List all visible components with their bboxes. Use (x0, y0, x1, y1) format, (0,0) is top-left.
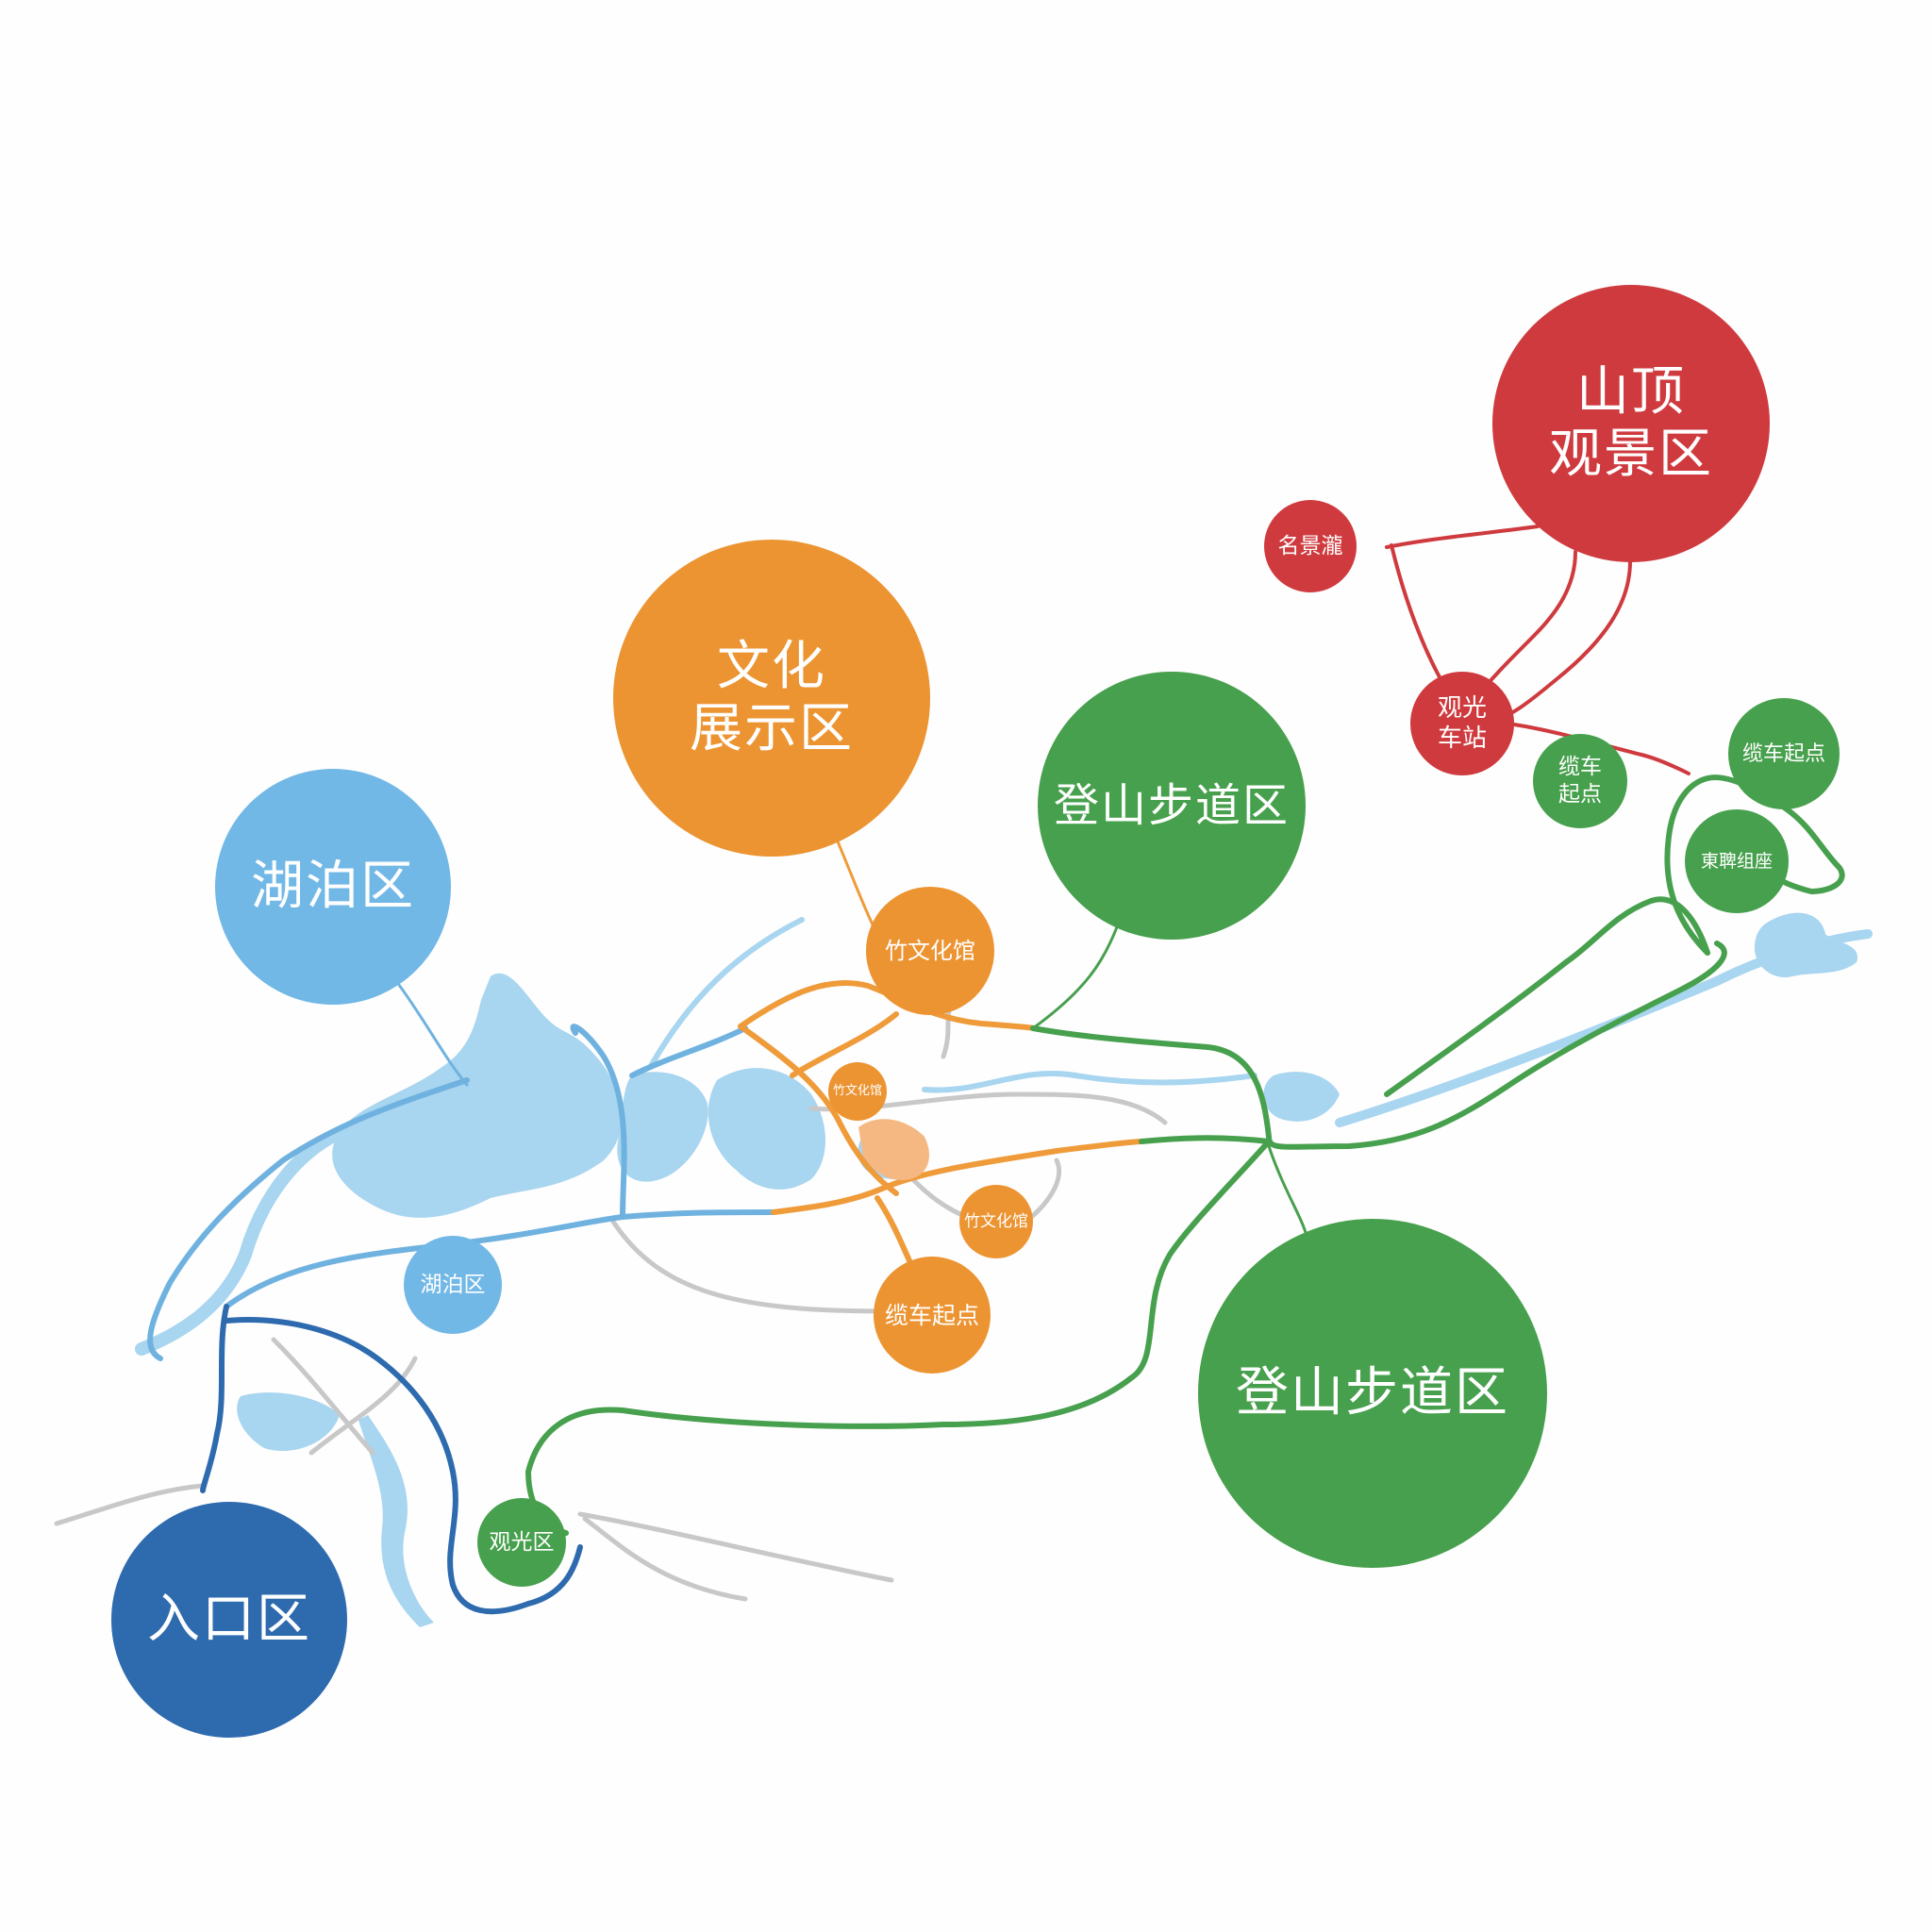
node-observation-station[interactable]: 观光 车站 (1410, 672, 1514, 775)
east-river (1335, 929, 1873, 1127)
river-south (358, 1415, 434, 1627)
lake-upper-route (629, 1025, 748, 1078)
culture-plaza (858, 1119, 929, 1180)
road-west-a (54, 1483, 206, 1526)
summit-route-b (1390, 543, 1445, 686)
entrance-loop (200, 1304, 583, 1615)
node-cableway-mid[interactable]: 缆车 起点 (1533, 734, 1627, 828)
lake-north-route (570, 1024, 627, 1220)
zone-hiking-lower[interactable]: 登山步道区 (1198, 1219, 1547, 1568)
zone-hiking-upper-label: 登山步道区 (1053, 779, 1290, 832)
lake-routes (147, 979, 776, 1361)
culture-pointer (833, 833, 874, 926)
node-cableway-mid-label: 缆车 起点 (1558, 755, 1602, 807)
zone-summit[interactable]: 山顶 观景区 (1492, 285, 1770, 562)
node-cableway-west-label: 缆车起点 (884, 1301, 979, 1329)
summit-route-d (1498, 559, 1632, 719)
hiking-pointer-lower (1267, 1144, 1308, 1238)
summit-route-e (1512, 723, 1690, 775)
node-lake[interactable]: 湖泊区 (404, 1236, 502, 1334)
node-east-group-label: 東聛组座 (1700, 851, 1773, 872)
node-bamboo-museum-1-label: 竹文化馆 (885, 937, 975, 964)
node-bamboo-museum-2-label: 竹文化馆 (832, 1084, 882, 1098)
node-observation-station-label: 观光 车站 (1437, 694, 1487, 753)
zone-lake[interactable]: 湖泊区 (215, 769, 451, 1005)
zone-entrance-label: 入口区 (147, 1589, 311, 1650)
culture-branch (790, 1011, 899, 1078)
north-stream (648, 917, 805, 1069)
entrance-route (200, 1304, 583, 1615)
river-channels (135, 917, 1873, 1356)
node-bamboo-museum-3[interactable]: 竹文化馆 (959, 1185, 1033, 1258)
west-river (135, 1116, 379, 1356)
node-east-group[interactable]: 東聛组座 (1685, 809, 1789, 913)
node-lake-label: 湖泊区 (420, 1272, 486, 1297)
summit-route-a (1385, 525, 1540, 549)
road-west-c (308, 1356, 418, 1456)
node-sightseeing[interactable]: 观光区 (477, 1498, 566, 1587)
road-south-a (577, 1511, 894, 1583)
node-cableway-west[interactable]: 缆车起点 (874, 1257, 991, 1374)
zone-entrance[interactable]: 入口区 (111, 1502, 347, 1738)
lake-west-route (147, 1077, 470, 1361)
hiking-loop-south (525, 1135, 1272, 1536)
lake-pointer-line (394, 979, 469, 1087)
main-lake (332, 973, 622, 1218)
zone-summit-label: 山顶 观景区 (1549, 361, 1713, 485)
zone-culture-label: 文化 展示区 (690, 636, 854, 759)
zone-hiking-upper[interactable]: 登山步道区 (1038, 672, 1306, 940)
central-stream (922, 1070, 1257, 1093)
west-pond (237, 1392, 340, 1452)
node-famous-spot[interactable]: 名景瀧 (1264, 500, 1357, 592)
culture-south (771, 1139, 1144, 1215)
hiking-east-climb (1384, 896, 1710, 1097)
node-cableway-east-label: 缆车起点 (1741, 741, 1825, 766)
node-cableway-east[interactable]: 缆车起点 (1728, 698, 1840, 809)
zone-culture[interactable]: 文化 展示区 (613, 540, 930, 857)
road-mid-a (610, 1219, 890, 1314)
middle-lake-1 (617, 1072, 708, 1182)
road-south-b (582, 1516, 748, 1602)
node-bamboo-museum-1[interactable]: 竹文化馆 (866, 887, 994, 1015)
culture-diagonal (738, 1024, 899, 1196)
node-sightseeing-label: 观光区 (489, 1529, 555, 1555)
middle-lake-2 (708, 1068, 825, 1190)
lake-main-route (224, 1209, 776, 1309)
node-famous-spot-label: 名景瀧 (1277, 533, 1343, 558)
hiking-main-route (1030, 941, 1727, 1150)
road-west-b (271, 1337, 375, 1456)
node-bamboo-museum-3-label: 竹文化馆 (964, 1212, 1028, 1231)
node-bamboo-museum-2[interactable]: 竹文化馆 (828, 1062, 887, 1121)
hiking-pointer-upper (1031, 923, 1120, 1030)
zone-lake-label: 湖泊区 (251, 856, 415, 917)
east-pond (1263, 1072, 1340, 1122)
zone-hiking-lower-label: 登山步道区 (1236, 1362, 1509, 1424)
